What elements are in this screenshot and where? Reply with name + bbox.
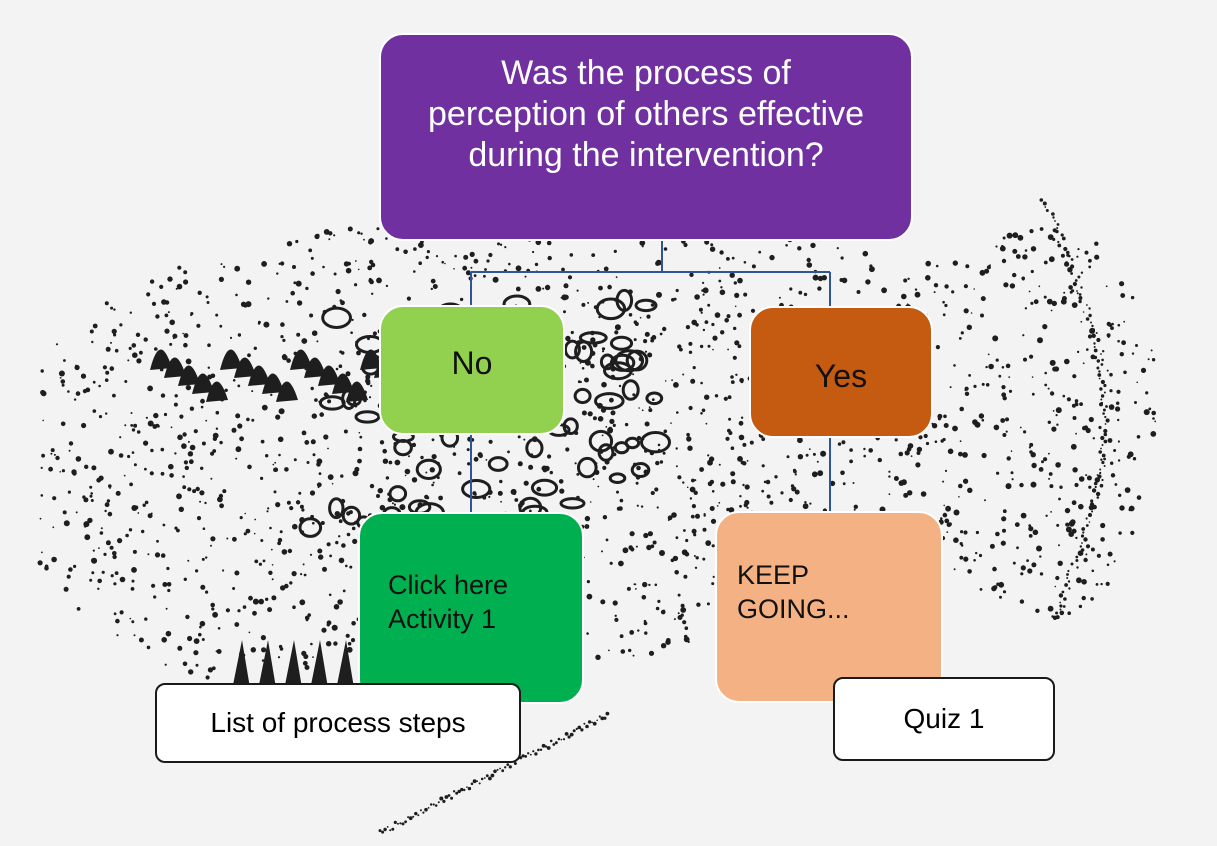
yes-branch-box[interactable]: Yes	[749, 306, 933, 438]
activity-line-2: Activity 1	[388, 604, 497, 634]
question-text: Was the process of perception of others …	[428, 54, 864, 174]
process-steps-label: List of process steps	[210, 707, 466, 738]
no-label: No	[451, 344, 493, 381]
question-box: Was the process of perception of others …	[379, 33, 913, 241]
keep-going-label: KEEP GOING...	[737, 558, 850, 626]
yes-label: Yes	[814, 357, 868, 394]
activity-link-box[interactable]: Click here Activity 1	[358, 512, 584, 704]
connector-lines	[470, 241, 831, 512]
quiz-label: Quiz 1	[903, 703, 985, 734]
keep-going-line-1: KEEP	[737, 560, 810, 590]
keep-going-box: KEEP GOING...	[715, 511, 943, 703]
keep-going-line-2: GOING...	[737, 594, 850, 624]
no-branch-box[interactable]: No	[379, 305, 565, 435]
activity-label: Click here Activity 1	[388, 568, 508, 636]
activity-line-1: Click here	[388, 570, 509, 600]
quiz-link[interactable]: Quiz 1	[833, 677, 1055, 761]
process-steps-link[interactable]: List of process steps	[155, 683, 521, 763]
